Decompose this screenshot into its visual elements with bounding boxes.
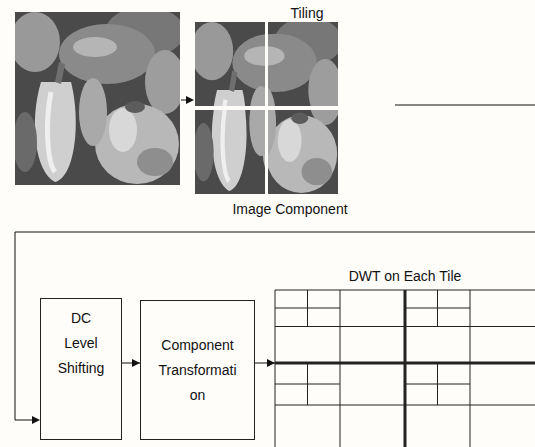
flow-arrow: [255, 363, 275, 364]
flow-arrow: [122, 363, 140, 364]
text-holder: Component Transformati on: [141, 301, 254, 439]
process-box: Component Transformati on: [140, 300, 255, 440]
process-box: DC Level Shifting: [40, 298, 122, 440]
caption-label: Image Component: [232, 200, 347, 218]
box-label: Component Transformati on: [158, 333, 236, 408]
box-label: DWT on Each Tile: [275, 266, 535, 286]
box-label: DC Level Shifting: [58, 306, 105, 381]
dwt-grid: [275, 290, 535, 447]
text-holder: DWT on Each Tile: [275, 266, 535, 286]
text-holder: DC Level Shifting: [41, 299, 121, 381]
tiled-image: [191, 17, 342, 194]
dwt-tile-grid: DWT on Each Tile: [275, 266, 535, 447]
source-image: [10, 7, 185, 185]
caption-label: Tiling: [291, 4, 324, 22]
